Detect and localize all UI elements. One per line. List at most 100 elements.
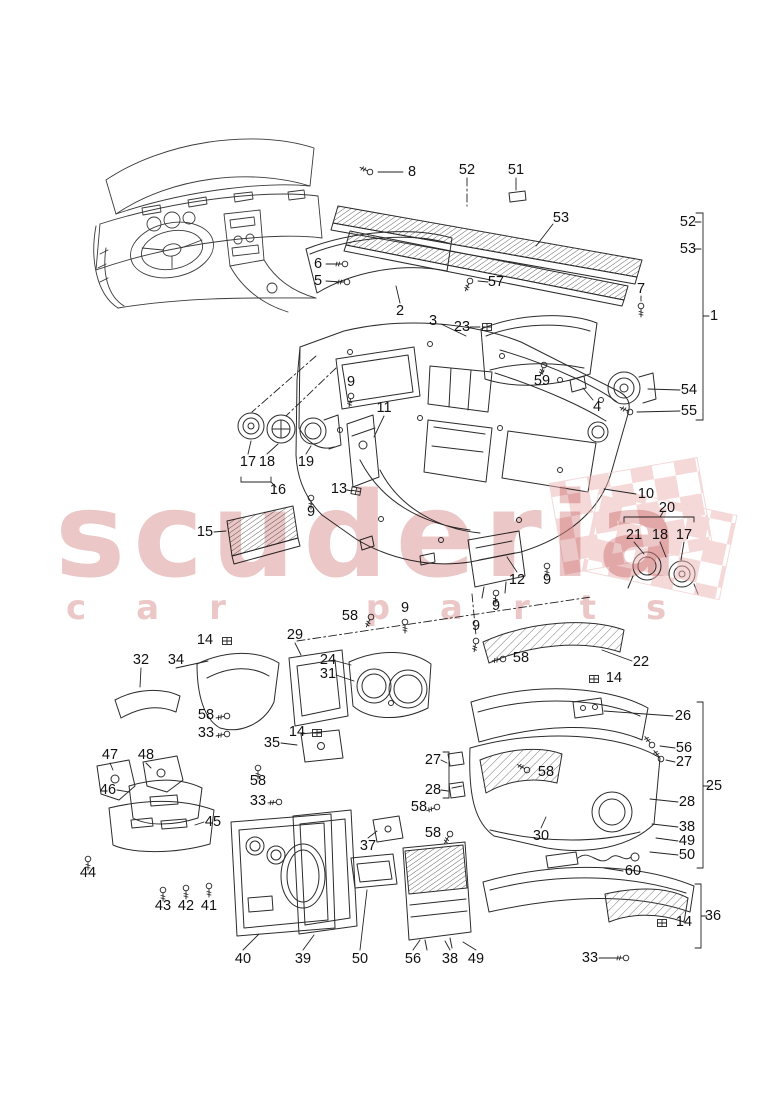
callout-55: 55	[680, 402, 698, 419]
screw-icon	[335, 278, 351, 286]
bracket-47	[96, 759, 136, 801]
leader-line	[633, 541, 645, 555]
clip-icon	[222, 637, 232, 645]
callout-44: 44	[79, 864, 97, 881]
leader-line	[280, 742, 298, 746]
leader-line	[139, 667, 142, 688]
leader-line	[247, 440, 252, 455]
clip-icon	[589, 675, 599, 683]
leader-line	[636, 410, 681, 413]
callout-51: 51	[507, 161, 525, 178]
screw-icon	[333, 260, 349, 268]
callout-33: 33	[581, 949, 599, 966]
leader-line	[242, 933, 260, 951]
leader-line	[659, 541, 667, 558]
screw-icon	[267, 798, 283, 806]
checkered-flag-watermark	[548, 456, 738, 601]
callout-6: 6	[313, 255, 323, 272]
callout-42: 42	[177, 897, 195, 914]
callout-20: 20	[658, 499, 676, 516]
callout-33: 33	[249, 792, 267, 809]
callout-21: 21	[625, 526, 643, 543]
alignment-dash-line	[296, 596, 592, 642]
leader-line	[412, 939, 421, 951]
small-bracket-37	[372, 815, 404, 843]
leader-line	[651, 823, 679, 828]
callout-38: 38	[678, 818, 696, 835]
callout-12: 12	[508, 571, 526, 588]
callout-37: 37	[359, 837, 377, 854]
leader-line	[535, 223, 554, 247]
callout-24: 24	[319, 651, 337, 668]
clip-icon	[312, 729, 322, 737]
callout-1: 1	[709, 307, 719, 324]
storage-tray	[350, 853, 398, 889]
callout-9: 9	[400, 599, 410, 616]
callout-56: 56	[675, 739, 693, 756]
screw-icon	[492, 589, 500, 605]
leader-line	[145, 762, 152, 769]
trim-strip-left	[114, 689, 181, 719]
screw-icon	[443, 830, 454, 844]
center-console-panel	[230, 813, 336, 937]
leader-line	[680, 541, 685, 561]
air-vents-left	[237, 412, 342, 450]
grouping-bracket	[695, 212, 710, 421]
leader-line	[335, 674, 355, 682]
callout-58: 58	[537, 763, 555, 780]
screw-icon	[637, 302, 645, 318]
side-bracket-panel	[346, 414, 380, 488]
callout-27: 27	[675, 753, 693, 770]
glovebox-door	[469, 735, 661, 851]
callout-14: 14	[605, 669, 623, 686]
callout-25: 25	[705, 777, 723, 794]
switch-panel	[300, 729, 344, 763]
grouping-bracket	[623, 511, 695, 523]
clip-icon	[350, 486, 362, 496]
callout-33: 33	[197, 724, 215, 741]
defroster-grille-strips	[330, 190, 643, 307]
callout-50: 50	[678, 846, 696, 863]
callout-14: 14	[288, 723, 306, 740]
screw-icon	[359, 166, 374, 176]
callout-47: 47	[101, 746, 119, 763]
leader-line	[440, 323, 467, 337]
leader-line	[647, 388, 681, 391]
leader-line	[305, 445, 312, 455]
callout-58: 58	[512, 649, 530, 666]
screw-icon	[653, 750, 665, 763]
callout-9: 9	[306, 503, 316, 520]
lower-dash-band-right	[470, 688, 649, 743]
leader-line	[649, 798, 679, 803]
vehicle-interior-inset	[93, 138, 323, 313]
screw-icon	[517, 763, 531, 774]
leader-line	[540, 816, 547, 829]
screw-icon	[644, 736, 656, 749]
center-support-bracket	[467, 530, 526, 599]
callout-9: 9	[471, 617, 481, 634]
callout-31: 31	[319, 665, 337, 682]
callout-58: 58	[341, 607, 359, 624]
screw-icon	[254, 764, 262, 780]
callout-60: 60	[624, 862, 642, 879]
leader-line	[373, 415, 385, 438]
callout-23: 23	[453, 318, 471, 335]
callout-49: 49	[678, 832, 696, 849]
callout-58: 58	[197, 706, 215, 723]
screw-icon	[614, 954, 630, 962]
callout-56: 56	[404, 950, 422, 967]
callout-50: 50	[351, 950, 369, 967]
leader-line	[603, 710, 674, 717]
callout-30: 30	[532, 827, 550, 844]
callout-36: 36	[704, 907, 722, 924]
callout-17: 17	[239, 453, 257, 470]
screw-icon	[347, 392, 355, 408]
screw-icon	[307, 494, 315, 510]
callout-9: 9	[346, 373, 356, 390]
callout-19: 19	[297, 453, 315, 470]
grouping-bracket	[442, 751, 450, 799]
leader-line	[266, 443, 279, 455]
callout-16: 16	[269, 481, 287, 498]
